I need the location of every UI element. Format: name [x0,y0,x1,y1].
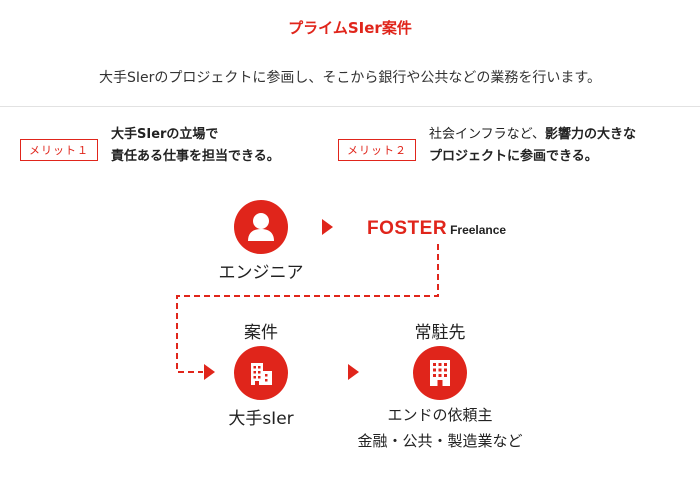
project-heading: 案件 [244,323,278,343]
arrow-right-icon [348,364,359,380]
client-label-line2: 金融・公共・製造業など [357,432,523,450]
person-icon [248,213,274,241]
merit-1-text: 大手SIerの立場で 責任ある仕事を担当できる。 [111,124,280,168]
page-subtitle: 大手SIerのプロジェクトに参画し、そこから銀行や公共などの業務を行います。 [99,70,601,86]
sier-node [234,346,288,400]
client-node [413,346,467,400]
merit-2-line1-normal: 社会インフラなど、 [429,127,545,142]
merit-2-line2: プロジェクトに参画できる。 [429,149,598,164]
merit-2-line1-bold: 影響力の大きな [544,127,636,142]
sier-label: 大手sIer [228,409,294,429]
merit-1-badge: メリット１ [20,139,98,161]
engineer-node [234,200,288,254]
arrow-right-icon [322,219,333,235]
client-label-line1: エンドの依頼主 [387,406,493,424]
logo-sub: Freelance [450,223,507,237]
arrow-right-icon [204,364,215,380]
engineer-label: エンジニア [218,263,304,283]
merit-1-line1: 大手SIerの立場で [111,127,219,142]
merit-1-line2: 責任ある仕事を担当できる。 [111,149,280,164]
divider [0,106,700,107]
destination-heading: 常駐先 [414,323,466,343]
merit-2-text: 社会インフラなど、影響力の大きな プロジェクトに参画できる。 [429,124,636,168]
merit-2-badge: メリット２ [338,139,416,161]
page-title: プライムSIer案件 [288,19,412,37]
office-buildings-icon [251,363,272,385]
logo-brand: FOSTER [367,218,448,239]
building-icon [430,360,450,386]
